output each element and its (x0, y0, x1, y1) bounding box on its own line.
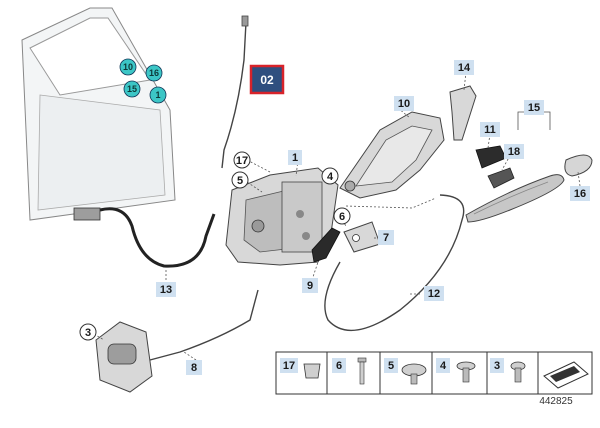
svg-text:12: 12 (428, 288, 440, 300)
callout-6[interactable]: 6 (333, 207, 351, 225)
striker-plate (343, 221, 381, 253)
fastener-legend (275, 351, 593, 395)
svg-text:18: 18 (508, 146, 520, 158)
callout-4[interactable]: 4 (321, 167, 339, 185)
legend-panel-icon (543, 361, 589, 389)
door-callout-16[interactable]: 16 (145, 64, 163, 82)
svg-text:11: 11 (484, 124, 496, 136)
svg-text:16: 16 (149, 68, 159, 78)
legend-item-6[interactable]: 6 (332, 357, 367, 385)
handle-cap (564, 154, 593, 177)
svg-text:17: 17 (283, 360, 295, 372)
svg-text:9: 9 (307, 280, 313, 292)
legend-item-17[interactable]: 17 (280, 358, 321, 379)
callout-11[interactable]: 11 (480, 122, 500, 137)
lock-rod (221, 21, 247, 169)
svg-text:15: 15 (127, 84, 137, 94)
bowden-cable-13 (99, 207, 216, 268)
callout-16[interactable]: 16 (570, 186, 590, 201)
legend-item-3[interactable]: 3 (490, 358, 526, 383)
svg-text:7: 7 (383, 232, 389, 244)
door-callout-10[interactable]: 10 (119, 58, 137, 76)
callout-9[interactable]: 9 (302, 278, 318, 293)
svg-text:5: 5 (237, 175, 243, 187)
callout-8[interactable]: 8 (186, 360, 202, 375)
handle-insert (487, 167, 515, 189)
svg-text:1: 1 (155, 90, 160, 100)
clip-icon (303, 363, 321, 379)
door-lock-assembly (225, 167, 339, 266)
bowden-cable-12 (324, 194, 465, 332)
cable-end-13 (73, 207, 101, 221)
svg-text:4: 4 (440, 360, 447, 372)
callout-15[interactable]: 15 (524, 100, 544, 115)
callout-7[interactable]: 7 (378, 230, 394, 245)
svg-text:4: 4 (327, 171, 334, 183)
handle-carrier (339, 111, 445, 199)
callout-3[interactable]: 3 (79, 323, 97, 341)
callout-5[interactable]: 5 (231, 171, 249, 189)
svg-text:17: 17 (236, 155, 248, 167)
svg-text:16: 16 (574, 188, 586, 200)
central-lock-actuator (95, 321, 153, 393)
svg-text:6: 6 (336, 360, 342, 372)
svg-text:15: 15 (528, 102, 540, 114)
svg-text:8: 8 (191, 362, 197, 374)
handle-seal (449, 85, 477, 141)
svg-text:02: 02 (260, 73, 274, 87)
bowden-cable-8 (149, 289, 259, 361)
door-callout-15[interactable]: 15 (123, 80, 141, 98)
callout-12[interactable]: 12 (424, 286, 444, 301)
svg-text:14: 14 (458, 62, 471, 74)
legend-item-4[interactable]: 4 (436, 358, 476, 383)
svg-text:13: 13 (160, 284, 172, 296)
svg-text:1: 1 (292, 152, 298, 164)
highlight-callout-02[interactable]: 02 (249, 64, 285, 95)
callout-10[interactable]: 10 (394, 96, 414, 111)
svg-text:6: 6 (339, 211, 345, 223)
rod-tip (241, 15, 249, 27)
screw-icon (357, 357, 367, 363)
lock-cover (311, 227, 341, 263)
outer-door-handle (465, 174, 565, 223)
svg-text:10: 10 (398, 98, 410, 110)
callout-1[interactable]: 1 (288, 150, 302, 165)
door-callout-1[interactable]: 1 (149, 86, 167, 104)
gasket (475, 145, 507, 169)
callout-18[interactable]: 18 (504, 144, 524, 159)
callout-17[interactable]: 17 (233, 151, 251, 169)
cable-link (345, 197, 437, 209)
legend-item-5[interactable]: 5 (384, 358, 427, 385)
callout-13[interactable]: 13 (156, 282, 176, 297)
reference-number: 442825 (539, 396, 573, 407)
door-illustration (21, 7, 176, 221)
svg-text:5: 5 (388, 360, 394, 372)
callout-14[interactable]: 14 (454, 60, 474, 75)
svg-text:3: 3 (85, 327, 91, 339)
svg-text:10: 10 (123, 62, 133, 72)
svg-text:3: 3 (494, 360, 500, 372)
